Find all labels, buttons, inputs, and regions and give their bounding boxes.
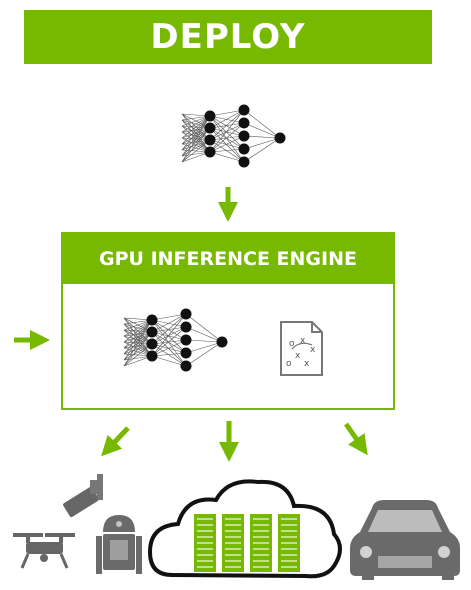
neuron-node — [238, 143, 250, 155]
car-icon — [350, 500, 460, 580]
neuron-node — [146, 314, 158, 326]
neuron-node — [180, 308, 192, 320]
neuron-node — [146, 338, 158, 350]
neuron-node — [180, 360, 192, 372]
neuron-node — [204, 134, 216, 146]
neuron-node — [238, 104, 250, 116]
robot-icon — [96, 515, 142, 574]
svg-text:x: x — [304, 359, 310, 369]
engine-neural-network-icon — [123, 308, 228, 372]
neuron-node — [146, 350, 158, 362]
neuron-node — [238, 117, 250, 129]
svg-text:x: x — [300, 336, 306, 346]
neuron-node — [146, 326, 158, 338]
neuron-node — [180, 334, 192, 346]
neuron-node — [238, 130, 250, 142]
neuron-node — [204, 122, 216, 134]
neuron-node — [180, 321, 192, 333]
drone-icon — [13, 533, 75, 569]
engine-label: GPU INFERENCE ENGINE — [99, 248, 357, 270]
gpu-inference-engine-box: GPU INFERENCE ENGINE — [61, 232, 395, 410]
playbook-icon: o x x x o x — [280, 321, 323, 376]
neuron-node — [204, 110, 216, 122]
arrow-down-left-icon — [101, 426, 130, 457]
security-camera-icon — [63, 474, 103, 518]
neuron-node — [216, 336, 228, 348]
arrow-down-right-icon — [343, 422, 368, 456]
neuron-node — [180, 347, 192, 359]
svg-text:o: o — [289, 339, 295, 349]
neuron-node — [238, 156, 250, 168]
svg-text:o: o — [286, 359, 292, 369]
neural-network-icon — [181, 104, 286, 168]
deploy-title: DEPLOY — [150, 17, 306, 57]
engine-header: GPU INFERENCE ENGINE — [63, 234, 393, 284]
svg-text:x: x — [310, 345, 316, 355]
cloud-server-icon — [147, 479, 342, 579]
neuron-node — [204, 146, 216, 158]
neuron-node — [274, 132, 286, 144]
deploy-banner: DEPLOY — [24, 10, 432, 64]
svg-text:x: x — [295, 351, 301, 361]
